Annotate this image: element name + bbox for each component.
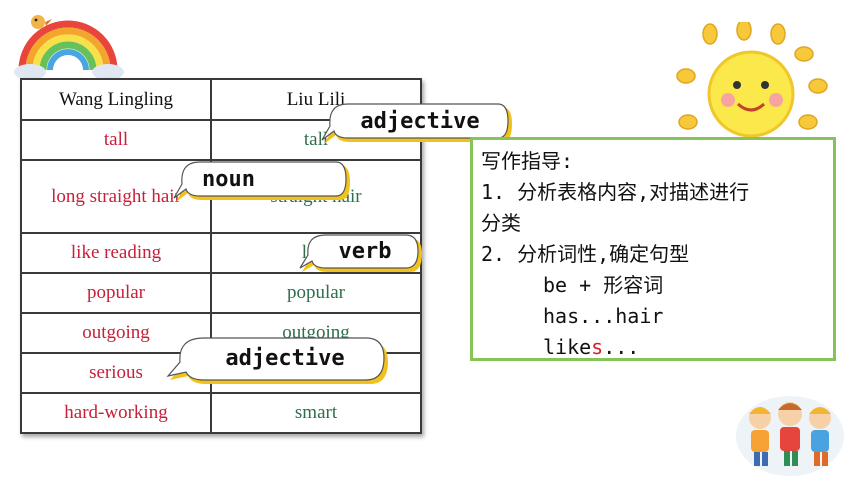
wang-cell: hard-working (20, 392, 212, 434)
wang-cell: tall (20, 119, 212, 161)
pattern-likes-stem: like (543, 335, 592, 359)
sun-icon (676, 22, 828, 164)
header-liu-lili: Liu Lili (210, 78, 422, 121)
table-row: hard-working smart (20, 392, 422, 434)
speech-bubble-adjective-bottom: adjective (166, 336, 390, 388)
pattern-has-hair: has...hair (543, 304, 664, 328)
speech-bubble-shape (166, 337, 388, 384)
liu-cell: popular (210, 272, 422, 314)
guide-point-1-cont: 分类 (481, 211, 521, 235)
pattern-likes-s-highlight: s (591, 335, 604, 359)
bubble-label: adjective (360, 108, 480, 134)
pattern-likes: likes... (481, 332, 825, 363)
speech-bubble-shape (299, 234, 422, 272)
guide-title: 写作指导: (481, 149, 574, 173)
bubble-label: adjective (225, 345, 345, 371)
speech-bubble-verb: verb (298, 232, 424, 276)
bubble-label: noun (202, 166, 255, 192)
wang-cell: popular (20, 272, 212, 314)
guide-point-2: 2. 分析词性,确定句型 (481, 242, 690, 266)
speech-bubble-adjective-top: adjective (320, 102, 514, 148)
pattern-likes-ellipsis: ... (603, 335, 640, 359)
speech-bubble-shape (173, 161, 350, 202)
writing-guide-box: 写作指导: 1. 分析表格内容,对描述进行 分类 2. 分析词性,确定句型 be… (470, 137, 836, 361)
header-wang-lingling: Wang Lingling (20, 78, 212, 121)
wang-cell: like reading (20, 232, 212, 274)
wang-cell: outgoing (20, 312, 212, 354)
children-illustration-icon (736, 396, 844, 476)
liu-cell: smart (210, 392, 422, 434)
rainbow-icon (14, 15, 124, 80)
speech-bubble-shape (321, 103, 512, 144)
table-header-row: Wang Lingling Liu Lili (20, 78, 422, 121)
guide-point-1: 1. 分析表格内容,对描述进行 (481, 180, 750, 204)
pattern-be-adjective: be + 形容词 (543, 273, 664, 297)
table-row: popular popular (20, 272, 422, 314)
bubble-label: verb (338, 238, 392, 264)
speech-bubble-noun: noun (172, 160, 352, 206)
